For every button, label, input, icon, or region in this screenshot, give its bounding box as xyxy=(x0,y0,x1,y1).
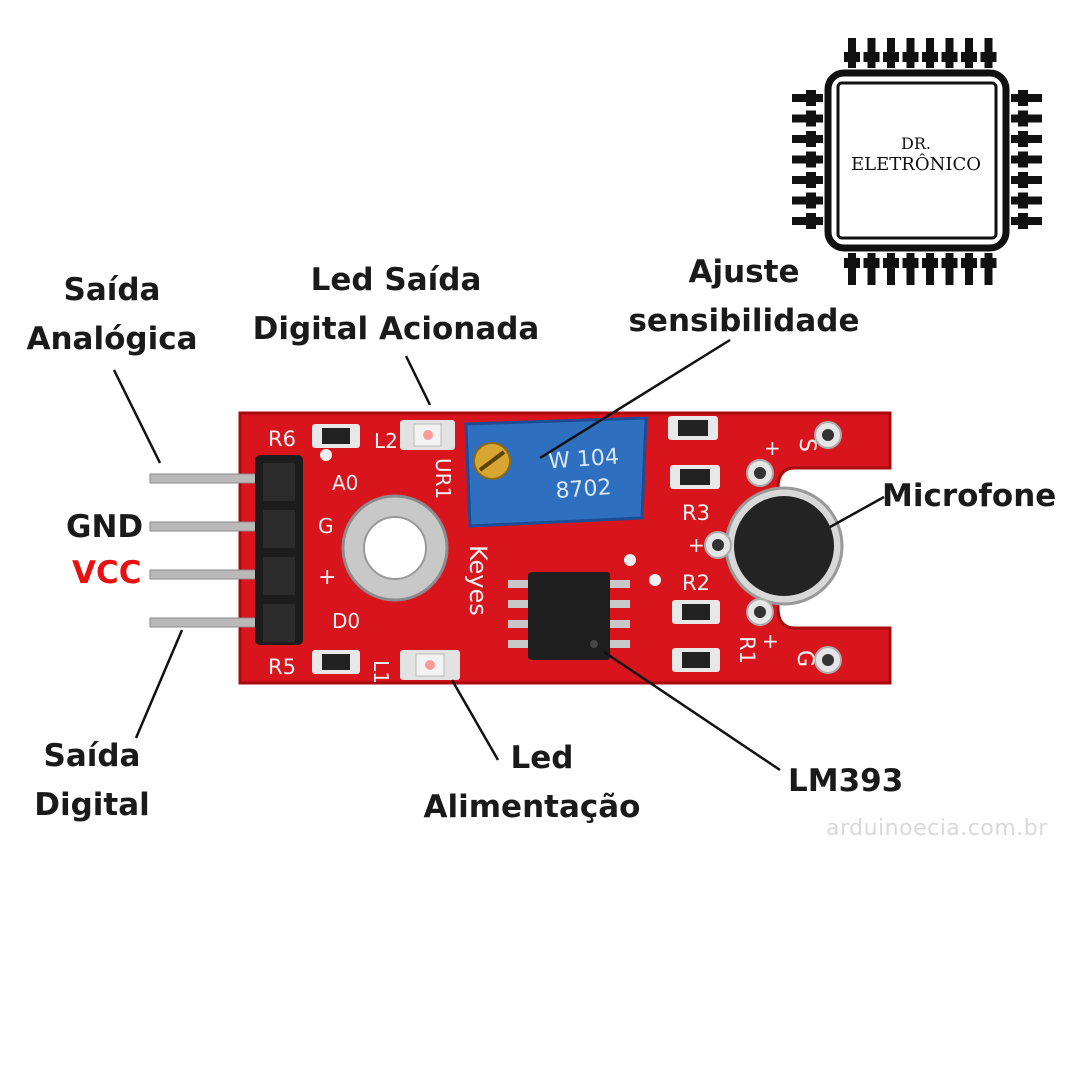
chip-pin xyxy=(806,131,816,147)
chip-pin xyxy=(961,258,977,268)
pads xyxy=(320,421,842,674)
label-saida-digital: Saída Digital xyxy=(22,732,162,830)
chip-pin xyxy=(844,258,860,268)
chip-pin xyxy=(984,253,993,285)
chip-pin xyxy=(902,258,919,268)
label-saida-analogica-line2: Analógica xyxy=(26,321,198,357)
label-led-alimentacao: Led Alimentação xyxy=(422,734,642,832)
mounting-hole xyxy=(341,494,449,602)
chip-pin xyxy=(926,253,934,285)
silk-l2: L2 xyxy=(374,429,398,453)
chip-pin xyxy=(806,110,816,127)
chip-pin xyxy=(906,253,915,285)
watermark: arduinoecia.com.br xyxy=(826,816,1048,841)
silk-s: S xyxy=(794,438,819,452)
silk-g: G xyxy=(318,514,334,538)
silk-r5: R5 xyxy=(268,655,296,679)
logo-chip-icon: DR. ELETRÔNICO xyxy=(792,38,1042,285)
chip-pin xyxy=(863,52,880,62)
silkscreen: R6 L2 UR1 A0 G + D0 R5 L1 Keyes R3 R2 R1… xyxy=(268,427,819,684)
chip-pin xyxy=(902,52,919,62)
chip-pin xyxy=(844,52,860,62)
silk-plus4: + xyxy=(762,629,779,653)
chip-pin xyxy=(887,253,895,285)
lm393-chip xyxy=(508,572,630,660)
label-led-alimentacao-line1: Led xyxy=(510,740,574,776)
chip-pin xyxy=(980,52,997,62)
chip-pin xyxy=(941,258,958,268)
chip-pin xyxy=(980,258,997,268)
chip-pin xyxy=(1018,131,1028,147)
silk-ur1: UR1 xyxy=(431,458,455,499)
label-ajuste-line2: sensibilidade xyxy=(628,303,860,339)
label-saida-analogica: Saída Analógica xyxy=(22,266,202,364)
label-ajuste-sensibilidade: Ajuste sensibilidade xyxy=(628,248,860,346)
silk-plus3: + xyxy=(688,533,705,557)
label-lm393: LM393 xyxy=(788,763,904,799)
silk-plus2: + xyxy=(764,436,781,460)
chip-pin xyxy=(1018,151,1028,168)
potentiometer: W 104 8702 xyxy=(464,416,648,528)
label-led-saida-digital-line2: Digital Acionada xyxy=(252,311,540,347)
chip-pin xyxy=(1018,90,1028,106)
chip-pin xyxy=(883,258,899,268)
label-led-saida-digital-line1: Led Saída xyxy=(310,262,482,298)
chip-pin xyxy=(806,192,816,209)
chip-pin xyxy=(922,52,938,62)
silk-g2: G xyxy=(792,650,817,667)
chip-pin xyxy=(863,258,880,268)
chip-pin xyxy=(867,253,876,285)
label-led-alimentacao-line2: Alimentação xyxy=(423,789,641,825)
chip-pin xyxy=(848,253,856,285)
chip-pin xyxy=(883,52,899,62)
label-saida-digital-line2: Digital xyxy=(34,787,150,823)
led-l1 xyxy=(400,650,460,680)
chip-pin xyxy=(806,172,816,188)
silk-r2: R2 xyxy=(682,571,710,595)
label-led-saida-digital: Led Saída Digital Acionada xyxy=(248,256,544,354)
pot-code1: W 104 xyxy=(547,445,619,475)
label-saida-analogica-line1: Saída xyxy=(63,272,161,308)
chip-pin xyxy=(806,151,816,168)
silk-a0: A0 xyxy=(332,471,358,495)
label-gnd: GND xyxy=(66,509,144,545)
chip-pin xyxy=(945,253,954,285)
chip-pin xyxy=(1018,110,1028,127)
silk-r1: R1 xyxy=(735,636,759,664)
chip-pin xyxy=(806,213,816,229)
led-l2 xyxy=(400,420,455,450)
pot-code2: 8702 xyxy=(555,475,613,504)
pin-header xyxy=(255,455,303,645)
leader-lines xyxy=(112,338,885,772)
chip-pin xyxy=(922,258,938,268)
chip-pin xyxy=(965,253,973,285)
chip-pin xyxy=(1018,172,1028,188)
silk-r6: R6 xyxy=(268,427,296,451)
silk-d0: D0 xyxy=(332,609,360,633)
label-saida-digital-line1: Saída xyxy=(43,738,141,774)
label-ajuste-line1: Ajuste xyxy=(688,254,800,290)
header-pins xyxy=(149,473,281,628)
label-microfone: Microfone xyxy=(882,478,1057,514)
chip-pin xyxy=(1018,192,1028,209)
pcb-board xyxy=(238,411,892,685)
chip-pin xyxy=(806,90,816,106)
silk-keyes: Keyes xyxy=(464,545,492,616)
chip-pin xyxy=(961,52,977,62)
silk-l1: L1 xyxy=(369,660,393,684)
logo-line2: ELETRÔNICO xyxy=(851,152,981,175)
smd-resistors xyxy=(312,416,720,674)
logo-line1: DR. xyxy=(901,134,931,153)
microphone xyxy=(724,486,844,606)
silk-plus: + xyxy=(318,565,336,590)
chip-pin xyxy=(941,52,958,62)
chip-pin xyxy=(1018,213,1028,229)
label-vcc: VCC xyxy=(72,555,142,591)
silk-r3: R3 xyxy=(682,501,710,525)
